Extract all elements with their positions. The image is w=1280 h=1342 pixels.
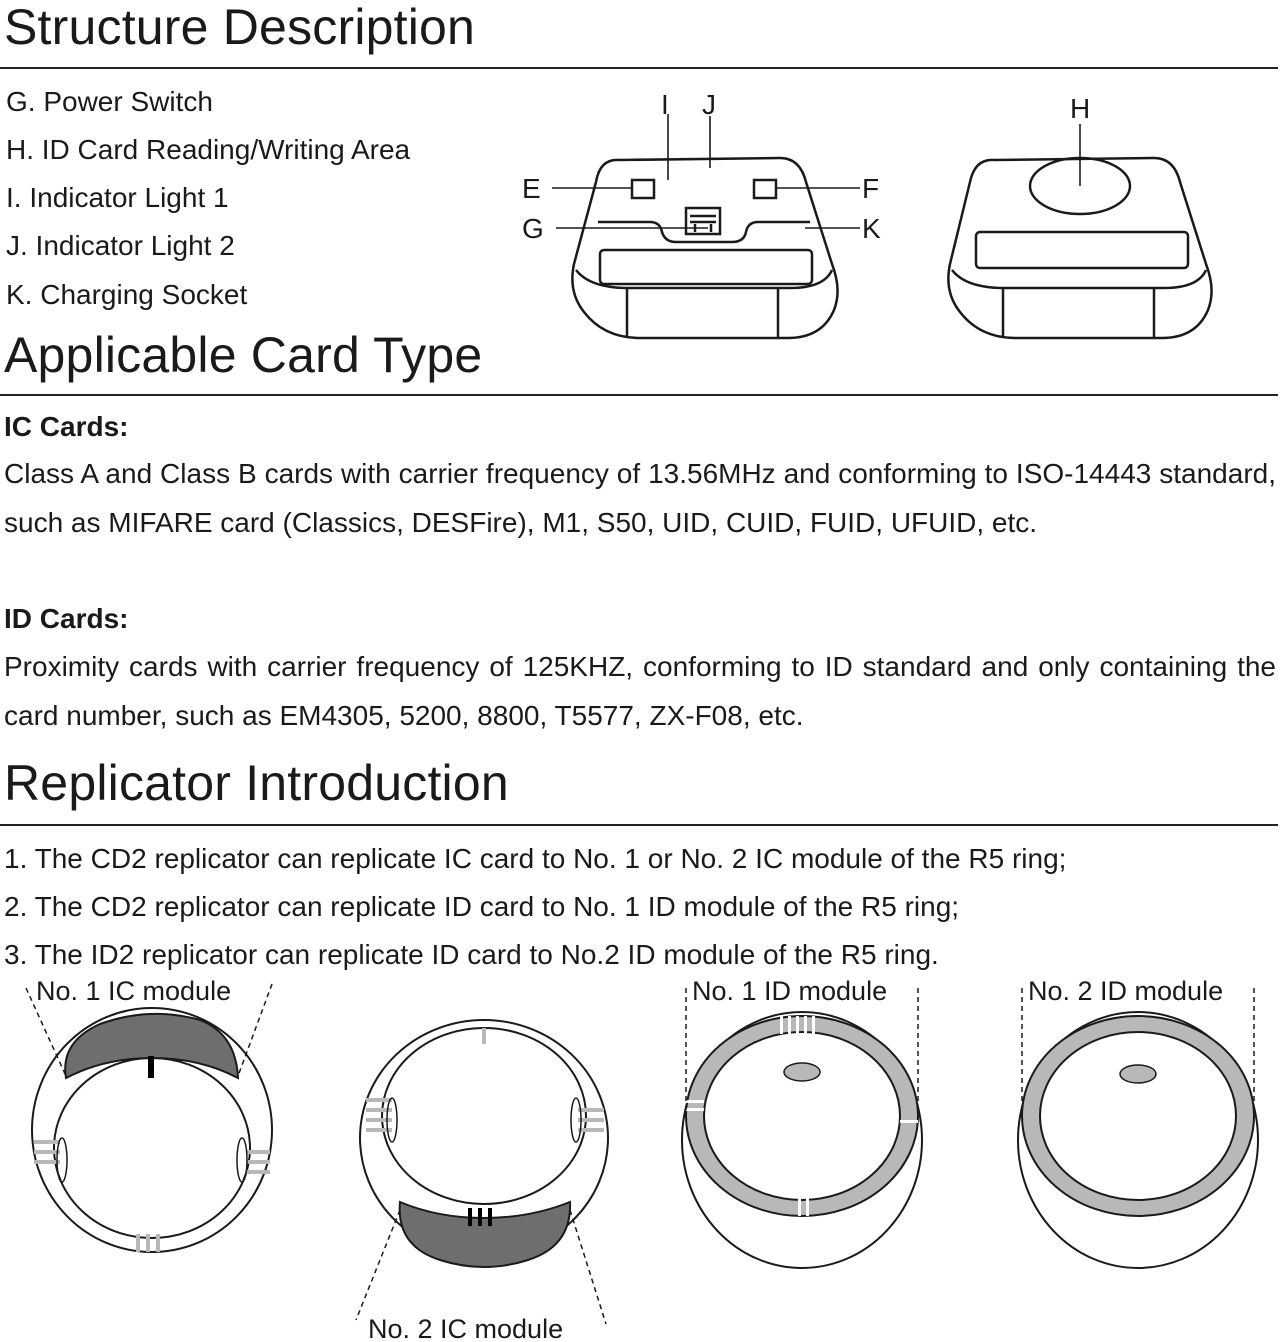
label-f: F: [862, 173, 879, 204]
structure-rule: [0, 67, 1278, 69]
label-i: I: [661, 89, 669, 120]
card-type-title: Applicable Card Type: [4, 327, 483, 383]
replicator-item-3: 3. The ID2 replicator can replicate ID c…: [4, 939, 939, 970]
structure-item-g: G. Power Switch: [6, 86, 213, 117]
replicator-title: Replicator Introduction: [4, 755, 509, 811]
label-no2-ic-module: No. 2 IC module: [368, 1314, 563, 1342]
label-no1-ic-module: No. 1 IC module: [36, 976, 231, 1006]
ic-module-2-highlight: [398, 1200, 572, 1268]
label-no1-id-module: No. 1 ID module: [692, 976, 887, 1006]
label-h: H: [1070, 93, 1090, 124]
card-type-rule: [0, 394, 1278, 396]
ring-ic-1: No. 1 IC module: [25, 976, 273, 1253]
replicator-item-1: 1. The CD2 replicator can replicate IC c…: [4, 843, 1067, 874]
ic-cards-heading: IC Cards:: [4, 411, 129, 442]
indicator-light-2-window: [752, 178, 778, 200]
device-diagram: E F G K I J H: [522, 89, 1213, 340]
id-card-reading-area: [1028, 156, 1132, 216]
replicator-rule: [0, 824, 1278, 826]
id-cards-heading: ID Cards:: [4, 603, 129, 634]
ic-cards-text: Class A and Class B cards with carrier f…: [4, 458, 1276, 538]
label-e: E: [522, 173, 541, 204]
label-g: G: [522, 213, 544, 244]
structure-title: Structure Description: [4, 0, 476, 55]
ring-id-2: No. 2 ID module: [1017, 976, 1259, 1269]
label-no2-id-module: No. 2 ID module: [1028, 976, 1223, 1006]
ring-illustrations: No. 1 IC module No. 2 IC module: [25, 976, 1259, 1342]
structure-item-h: H. ID Card Reading/Writing Area: [6, 134, 411, 165]
ic-module-1-highlight: [64, 1012, 240, 1080]
ring-ic-2: No. 2 IC module: [355, 1019, 609, 1342]
label-j: J: [702, 89, 716, 120]
structure-item-k: K. Charging Socket: [6, 279, 248, 310]
id-cards-text: Proximity cards with carrier frequency o…: [4, 651, 1276, 731]
structure-item-j: J. Indicator Light 2: [6, 230, 235, 261]
device-front: [571, 156, 839, 340]
ring-id-1: No. 1 ID module: [681, 976, 923, 1269]
device-back: [947, 156, 1213, 340]
structure-item-i: I. Indicator Light 1: [6, 182, 229, 213]
indicator-light-1-window: [630, 178, 656, 200]
label-k: K: [862, 213, 881, 244]
replicator-item-2: 2. The CD2 replicator can replicate ID c…: [4, 891, 960, 922]
